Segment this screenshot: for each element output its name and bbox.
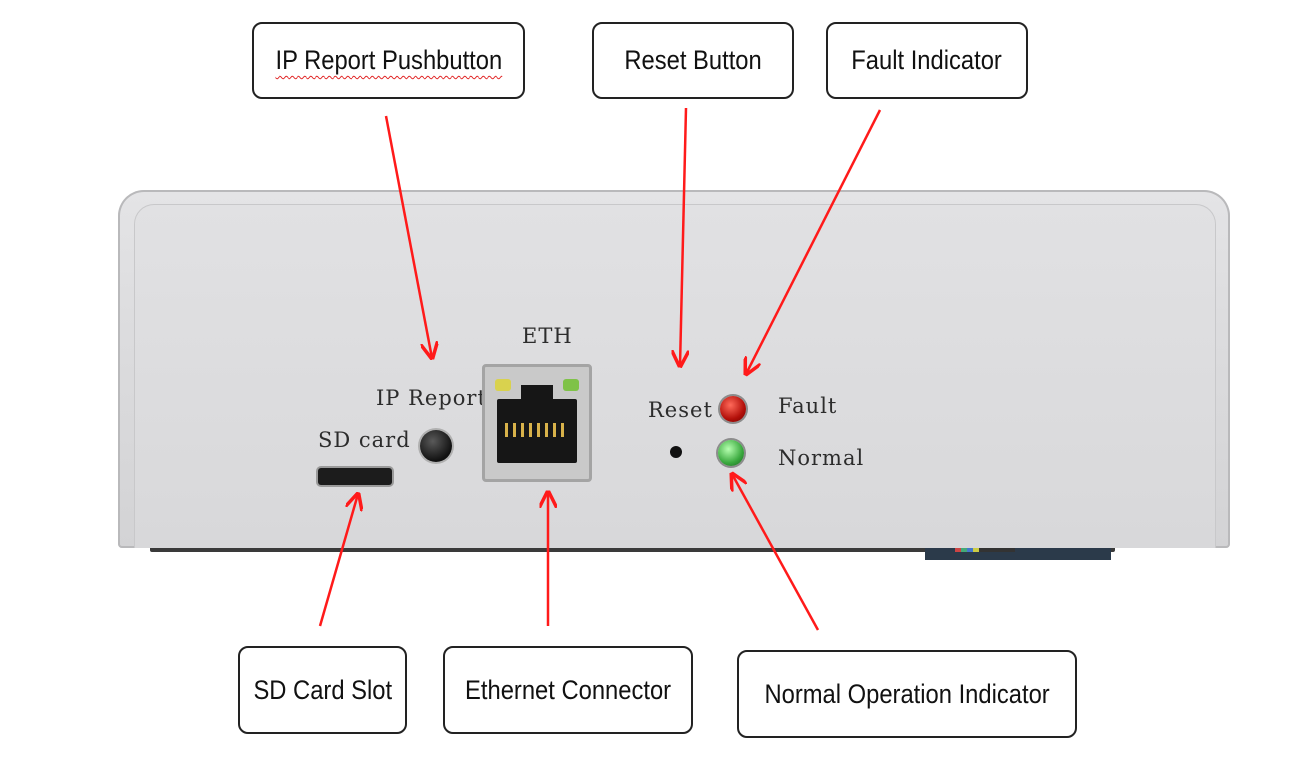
callout-ethernet-connector: Ethernet Connector (443, 646, 693, 734)
ethernet-connector (482, 364, 592, 482)
callout-sd-card-slot-text: SD Card Slot (253, 674, 392, 705)
arrow-ip-report (384, 115, 432, 358)
ip-report-label: IP Report (376, 386, 487, 410)
callout-reset-button-text: Reset Button (624, 45, 762, 75)
rj45-jack (497, 385, 577, 463)
sd-card-label: SD card (318, 428, 411, 452)
eth-link-led (495, 379, 511, 391)
normal-label: Normal (778, 446, 865, 470)
arrow-normal (732, 474, 820, 631)
callout-normal-operation-indicator: Normal Operation Indicator (737, 650, 1077, 738)
eth-activity-led (563, 379, 579, 391)
callout-ip-report-pushbutton-text: IP Report Pushbutton (275, 45, 502, 75)
arrow-fault (746, 109, 882, 374)
callout-normal-operation-indicator-text: Normal Operation Indicator (764, 678, 1050, 709)
callout-ethernet-connector-text: Ethernet Connector (464, 674, 672, 705)
callout-sd-card-slot: SD Card Slot (238, 646, 407, 734)
reset-pinhole (670, 446, 682, 458)
arrow-sd-card (318, 494, 358, 627)
device-front-panel (118, 190, 1230, 548)
callout-fault-indicator: Fault Indicator (826, 22, 1028, 99)
arrow-reset (680, 107, 686, 366)
callout-reset-button: Reset Button (592, 22, 794, 99)
callout-fault-indicator-text: Fault Indicator (851, 45, 1003, 75)
fault-led (720, 396, 746, 422)
eth-label: ETH (522, 324, 573, 348)
normal-led (718, 440, 744, 466)
panel-bezel (134, 204, 1216, 548)
callout-ip-report-pushbutton: IP Report Pushbutton (252, 22, 525, 99)
sd-card-slot (318, 468, 392, 485)
reset-label: Reset (648, 398, 713, 422)
ip-report-pushbutton (420, 430, 452, 462)
fault-label: Fault (778, 394, 838, 418)
